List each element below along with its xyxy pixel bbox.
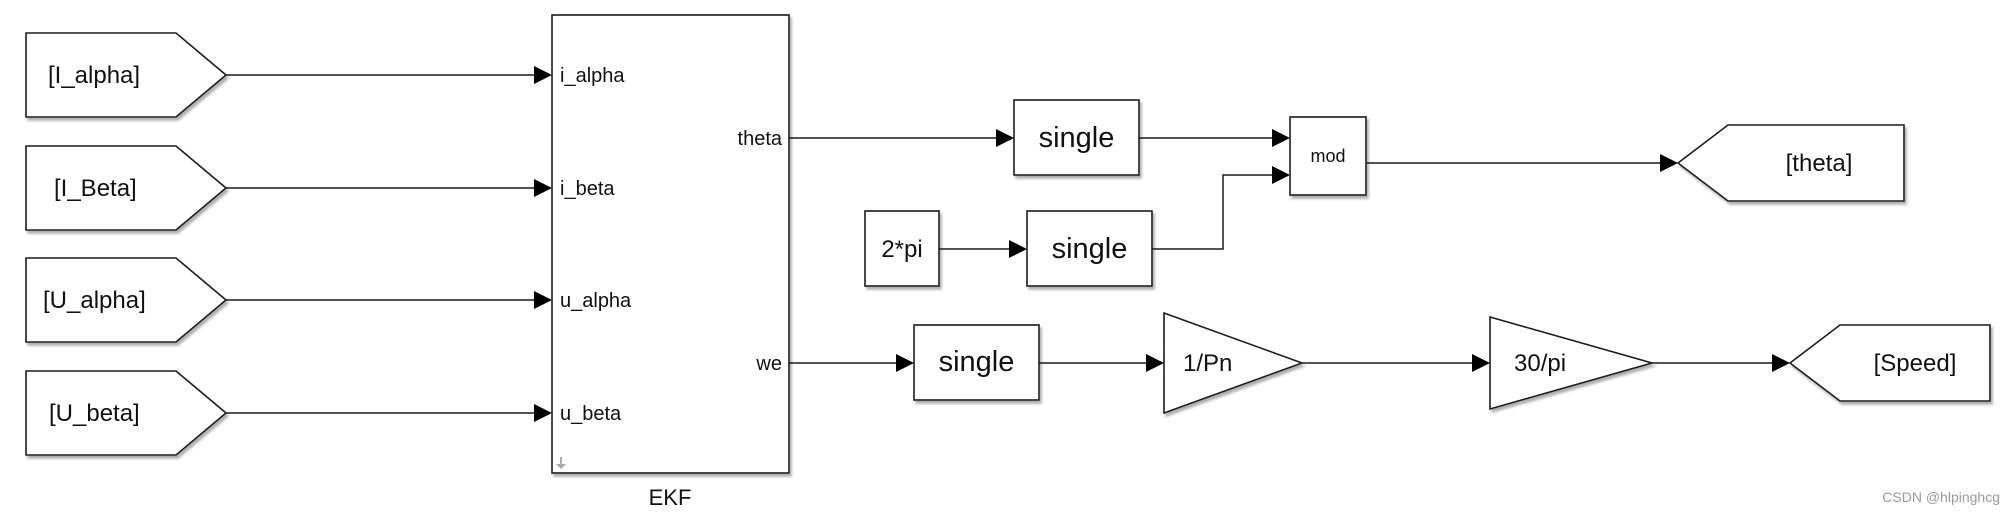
wire-u-beta (226, 404, 552, 422)
const-single-convert-block[interactable]: single (1026, 210, 1153, 287)
theta-single-label: single (1039, 122, 1115, 154)
gain-30-pi-label: 30/pi (1514, 350, 1566, 377)
gain-1-pn-block[interactable]: 1/Pn (1163, 311, 1305, 415)
ekf-port-we: we (755, 353, 782, 375)
wire-single-to-mod-top (1139, 129, 1290, 147)
from-block-u-beta-label: [U_beta] (49, 400, 140, 427)
from-block-i-alpha-label: [I_alpha] (48, 62, 140, 89)
wire-single-to-gain1 (1039, 354, 1164, 372)
ekf-port-u-beta: u_beta (560, 403, 622, 425)
from-block-u-beta[interactable]: [U_beta] (25, 370, 228, 456)
from-block-u-alpha-label: [U_alpha] (43, 287, 146, 314)
we-single-label: single (939, 346, 1015, 378)
goto-block-speed[interactable]: [Speed] (1788, 324, 1991, 402)
ekf-block-name: EKF (649, 485, 692, 510)
goto-block-theta[interactable]: [theta] (1676, 124, 1905, 202)
csdn-watermark: CSDN @hlpinghcg (1882, 489, 2000, 505)
ekf-port-i-alpha: i_alpha (560, 65, 625, 87)
wire-i-beta (226, 179, 552, 197)
mod-block[interactable]: mod (1289, 116, 1367, 196)
ekf-subsystem-block[interactable]: i_alpha i_beta u_alpha u_beta theta we (551, 14, 790, 474)
constant-2pi-block[interactable]: 2*pi (864, 210, 940, 287)
ekf-port-u-alpha: u_alpha (560, 290, 632, 312)
wire-we-to-single (789, 354, 914, 372)
theta-single-convert-block[interactable]: single (1013, 99, 1140, 176)
wire-gain1-to-gain2 (1302, 354, 1490, 372)
ekf-port-theta: theta (738, 128, 783, 150)
we-single-convert-block[interactable]: single (913, 324, 1040, 401)
gain-30-pi-block[interactable]: 30/pi (1489, 315, 1655, 411)
gain-1-pn-label: 1/Pn (1183, 350, 1232, 377)
constant-2pi-label: 2*pi (881, 236, 922, 263)
wire-i-alpha (226, 66, 552, 84)
from-block-i-beta-label: [I_Beta] (54, 175, 137, 202)
mod-label: mod (1310, 146, 1345, 166)
from-block-i-alpha[interactable]: [I_alpha] (25, 32, 228, 118)
ekf-port-i-beta: i_beta (560, 178, 615, 200)
wire-gain2-to-goto-speed (1652, 354, 1790, 372)
const-single-label: single (1052, 233, 1128, 265)
wire-const-to-single (939, 240, 1027, 258)
from-block-i-beta[interactable]: [I_Beta] (25, 145, 228, 231)
wire-mod-to-goto-theta (1366, 154, 1678, 172)
wire-u-alpha (226, 291, 552, 309)
goto-theta-label: [theta] (1786, 150, 1853, 177)
wire-theta-to-single (789, 129, 1014, 147)
wire-single-to-mod-bottom (1152, 166, 1290, 250)
subsystem-down-arrow-icon (556, 457, 566, 469)
from-block-u-alpha[interactable]: [U_alpha] (25, 257, 228, 343)
goto-speed-label: [Speed] (1874, 350, 1957, 377)
